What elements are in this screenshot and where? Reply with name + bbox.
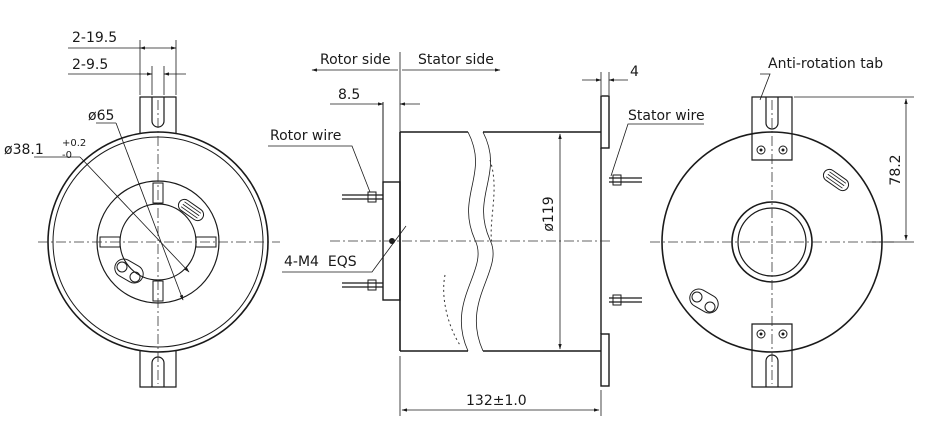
rotor-wires: [342, 191, 383, 291]
label-8-5: 8.5: [338, 87, 360, 103]
label-phi38: ø38.1: [4, 142, 44, 158]
label-phi119: ø119: [541, 196, 557, 231]
stator-tab-top: [600, 95, 610, 149]
right-double-hole: [689, 288, 719, 314]
label-stator-side: Stator side: [418, 52, 494, 68]
label-132: 132±1.0: [466, 393, 527, 409]
label-phi38-tol-lower: -0: [62, 150, 72, 161]
right-top-tab: [751, 96, 793, 161]
label-4-m4-eqs: 4-M4 EQS: [284, 254, 357, 270]
stator-tab-bottom: [600, 333, 610, 387]
label-anti-rotation-tab: Anti-rotation tab: [768, 56, 883, 72]
rotor-flange-side: [382, 181, 401, 301]
stator-wires: [609, 174, 642, 306]
label-phi38-tol-upper: +0.2: [62, 138, 86, 149]
label-4: 4: [630, 64, 639, 80]
left-connector-pill: [177, 198, 205, 222]
left-double-hole: [114, 258, 144, 284]
label-stator-wire: Stator wire: [628, 108, 705, 124]
right-front-view: [650, 73, 914, 388]
label-78-2: 78.2: [888, 154, 904, 185]
label-phi65: ø65: [88, 108, 114, 124]
label-rotor-side: Rotor side: [320, 52, 391, 68]
left-front-view: [34, 40, 280, 388]
right-connector-pill: [822, 168, 850, 192]
label-2-19-5: 2-19.5: [72, 30, 117, 46]
middle-side-view: [268, 52, 704, 416]
label-2-9-5: 2-9.5: [72, 57, 108, 73]
label-rotor-wire: Rotor wire: [270, 128, 341, 144]
